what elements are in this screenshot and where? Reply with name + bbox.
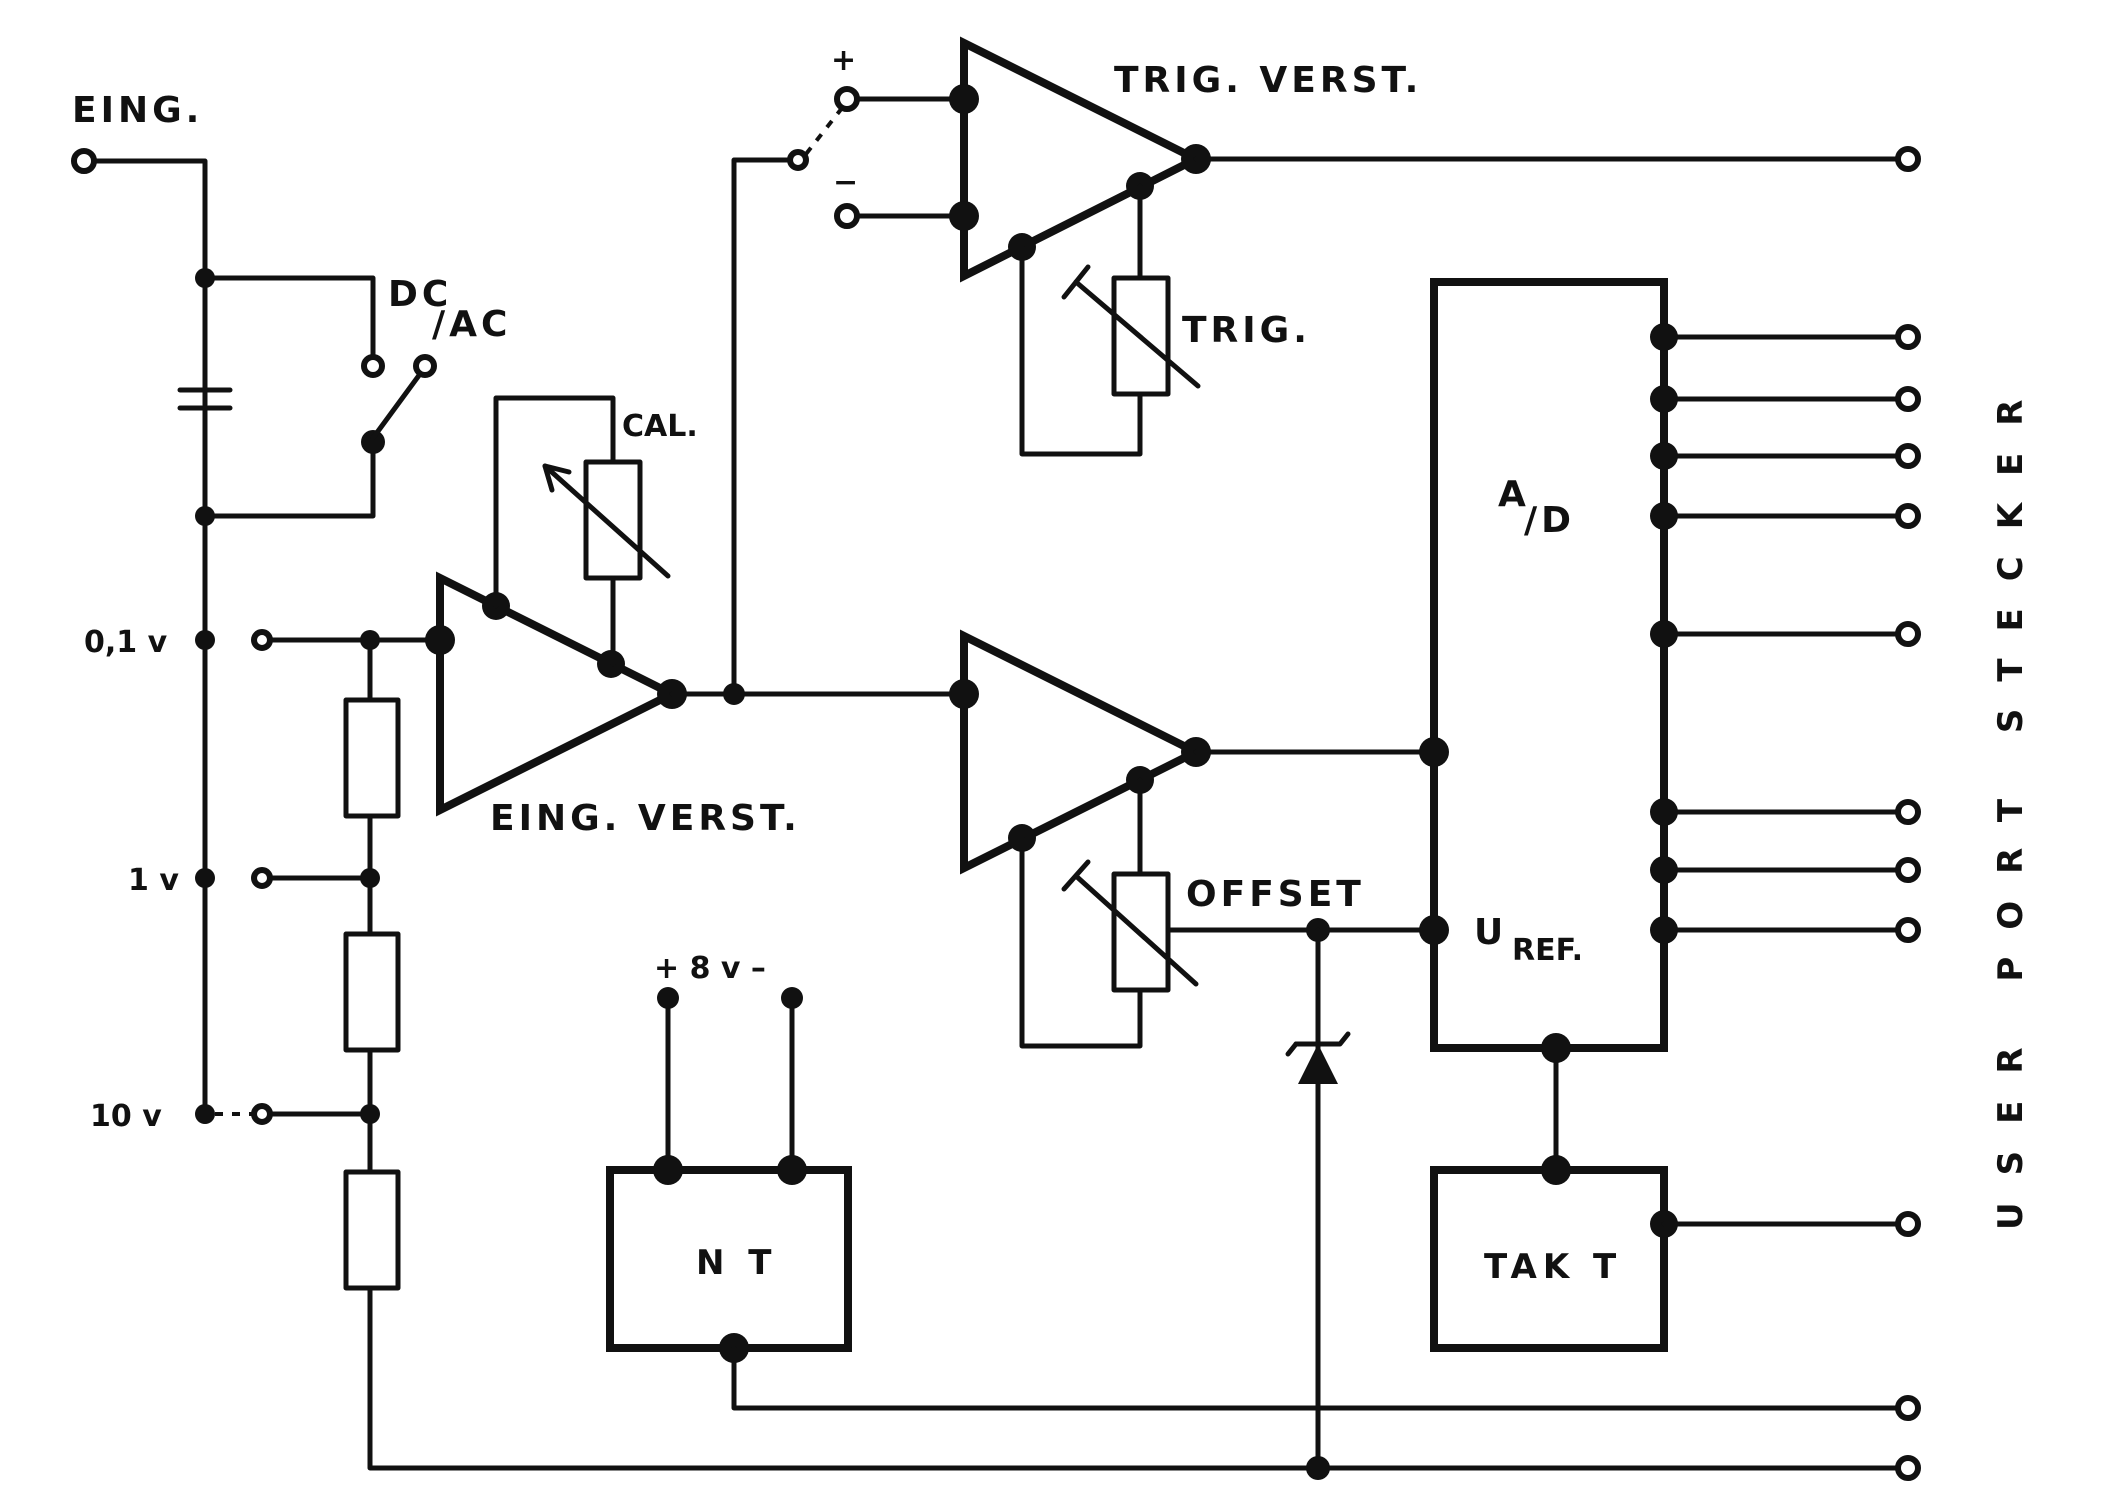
divider-resistor-1 [343,697,401,819]
trigger-minus-terminal [834,203,860,229]
input-label: EING. [72,90,203,131]
offset-label: OFFSET [1186,874,1365,915]
cal-arrow [542,463,671,579]
ad-label-d: /D [1524,500,1575,541]
nt-label: N T [696,1243,777,1283]
range-selector: 0,1 v 1 v 10 v [84,625,443,1134]
range-label-10v: 10 v [90,1099,162,1134]
ad-label-a: A [1498,474,1530,515]
range-label-1v: 1 v [128,863,179,898]
cal-label: CAL. [622,409,698,444]
offset-adjust [1061,859,1199,987]
ad-outputs [1650,323,1903,944]
cal-potentiometer [583,459,643,581]
zener-diode [1285,927,1351,1480]
trigger-minus-label: − [833,165,858,200]
trig-label: TRIG. [1182,310,1311,351]
supply-label: + 8 v – [654,951,766,986]
trigger-amplifier: + − TRIG. VERST. TRIG. [804,36,1903,457]
main-amplifier: OFFSET [949,629,1437,1049]
ad-converter: A /D U REF. [1419,278,1668,1052]
uref-label-u: U [1474,912,1507,953]
range-label-01v: 0,1 v [84,625,168,660]
trigger-plus-label: + [831,43,856,78]
input-amplifier: CAL. EING. VERST. [425,395,801,839]
clock-block: TAK T [1430,1033,1903,1352]
divider-resistor-2 [343,931,401,1053]
trig-potentiometer [1111,275,1171,397]
input-terminal [71,148,97,174]
dc-label: DC [388,274,452,315]
trigger-plus-terminal [834,86,860,112]
voltage-divider [343,630,1911,1471]
trigger-amp-label: TRIG. VERST. [1114,60,1422,101]
ac-label: /AC [432,304,511,345]
user-port-label: USER PORT STECKER [1991,373,2031,1230]
user-port-terminals [1895,146,1921,1481]
takt-label: TAK T [1484,1247,1622,1287]
power-supply-block: N T + 8 v – [606,951,1903,1411]
trig-adjust [1061,264,1201,389]
dc-ac-switch [361,354,437,454]
uref-label-sub: REF. [1512,933,1583,968]
input-amp-label: EING. VERST. [490,798,801,839]
divider-resistor-3 [343,1169,401,1291]
input-section: EING. DC /AC [71,90,511,1113]
